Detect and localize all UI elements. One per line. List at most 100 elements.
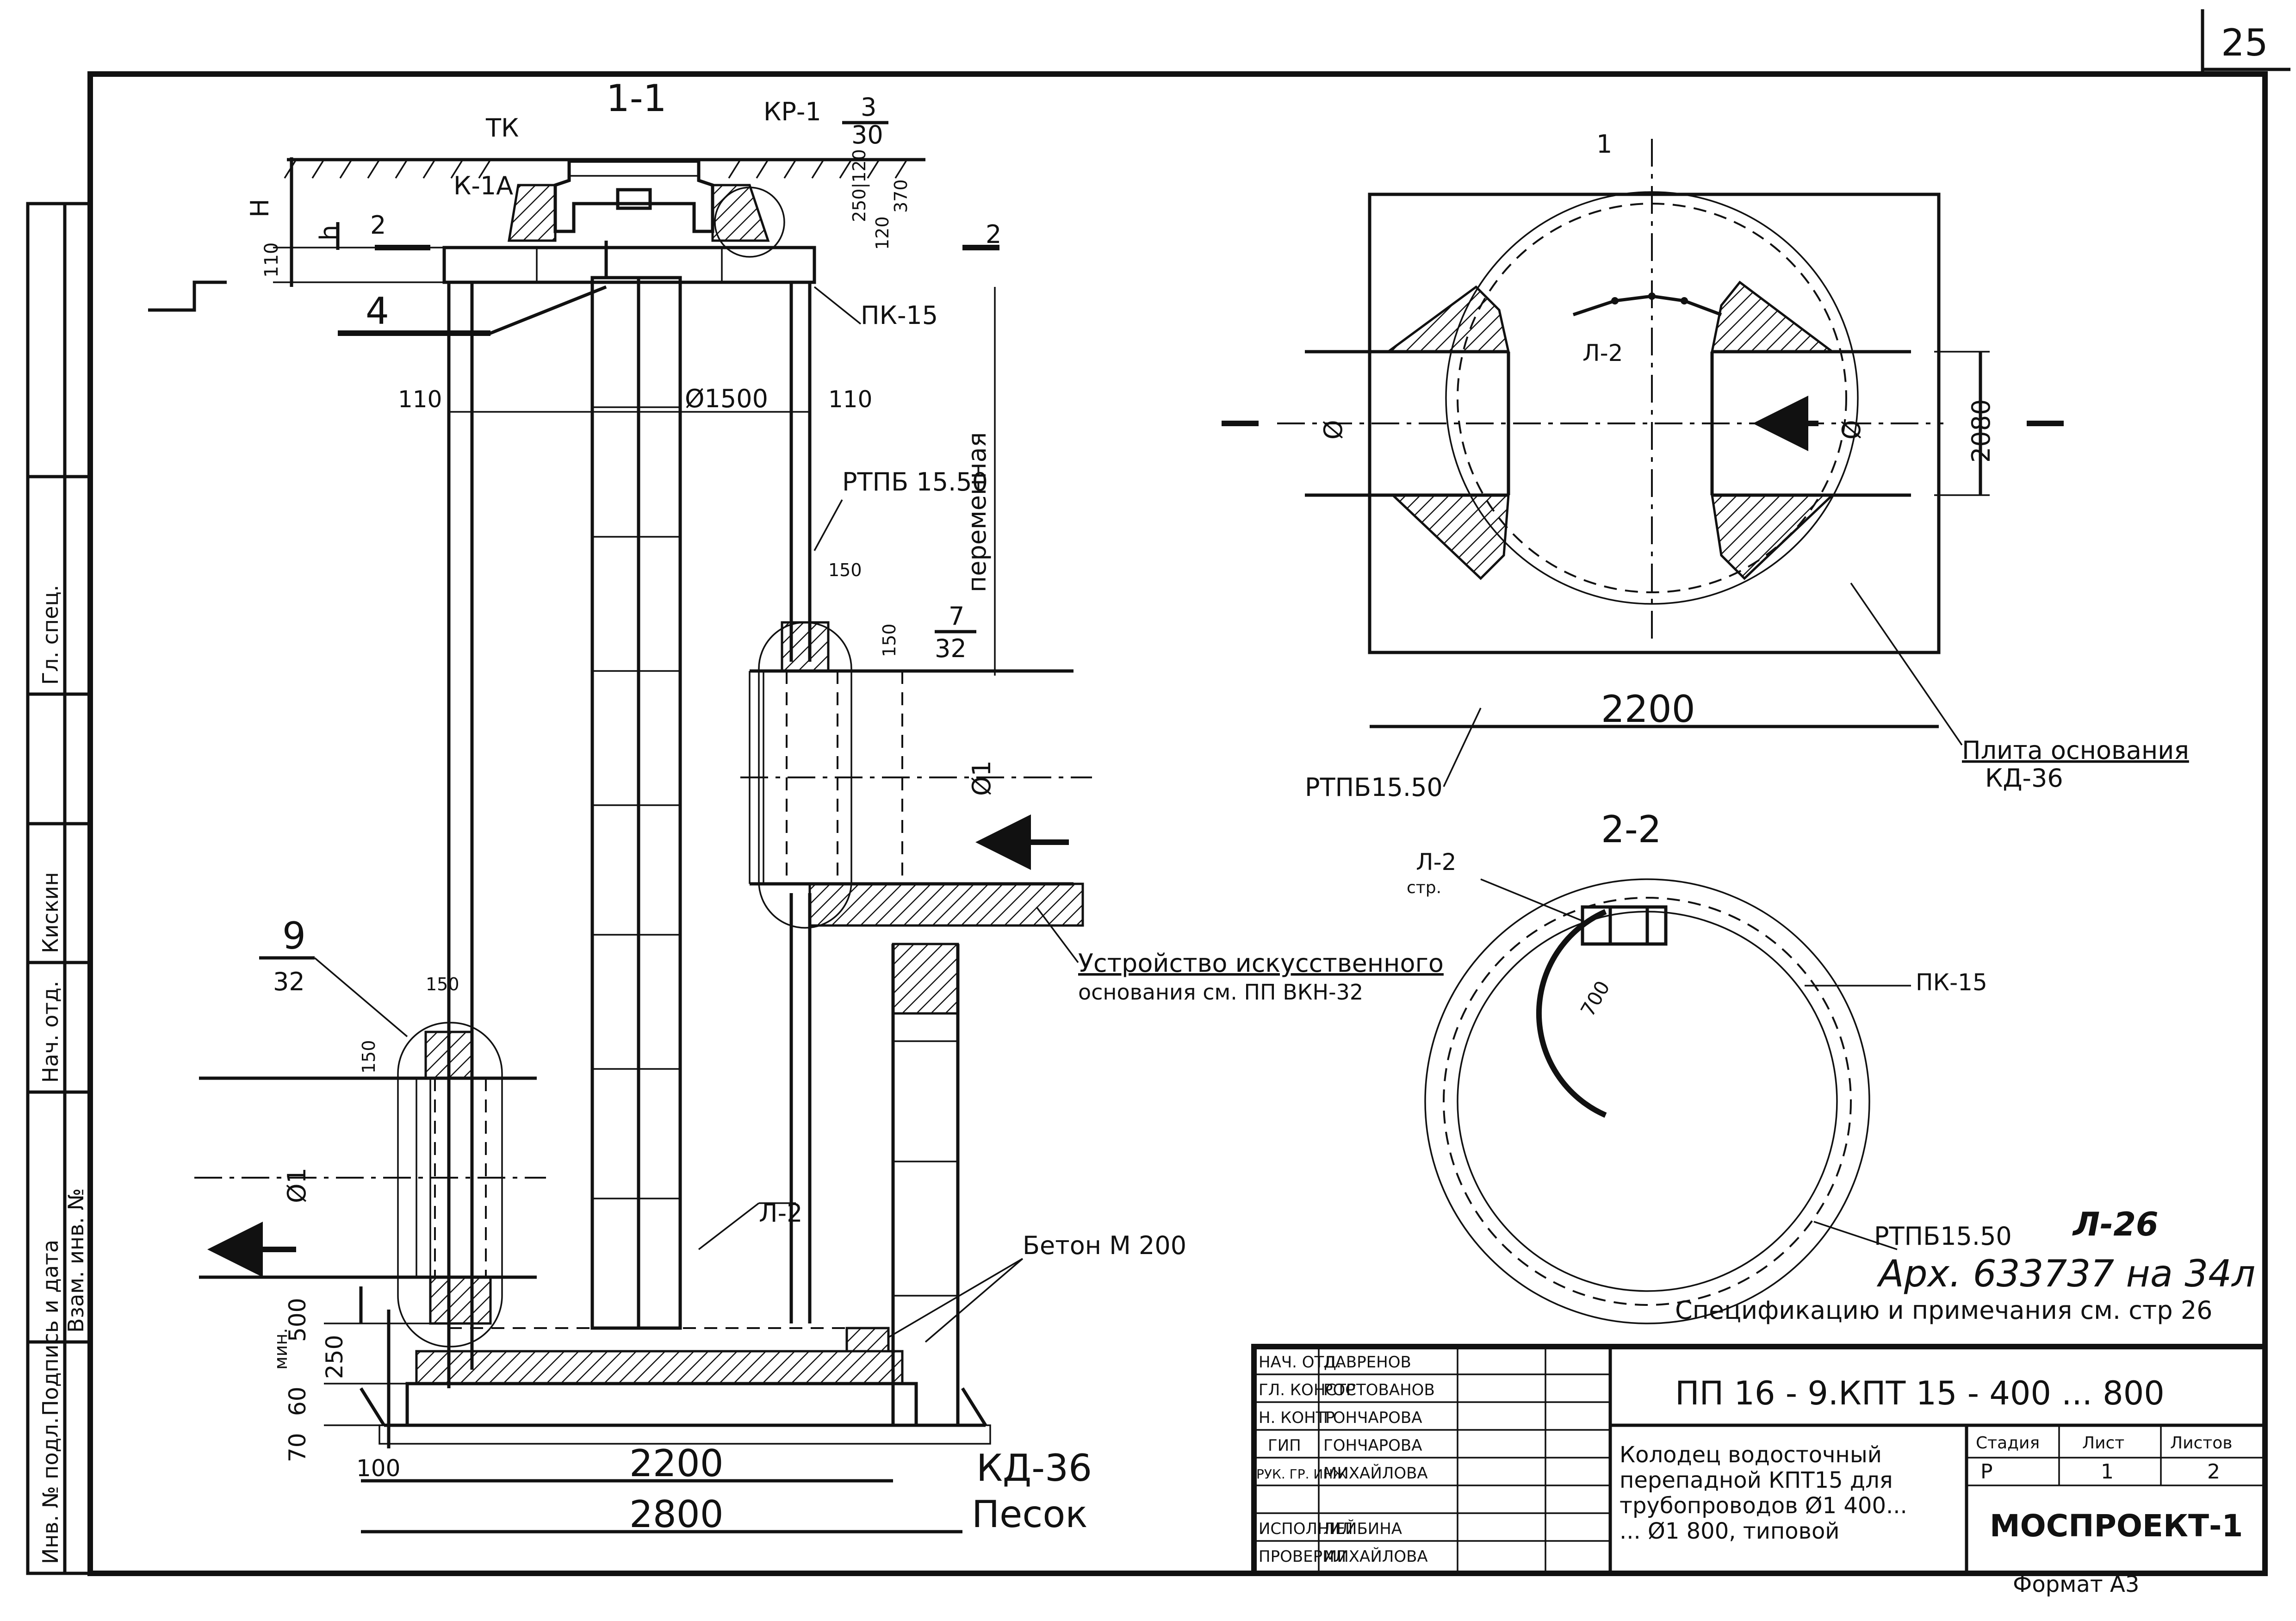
page-number: 25 [2221,21,2268,64]
bottom-dimensions [361,1479,962,1534]
side-stamp-spec: Гл. спец. [38,585,63,685]
foundation-right [808,882,1084,927]
description-line-4: ... Ø1 800, типовой [1620,1518,1840,1544]
section-2-2-title: 2-2 [1601,808,1662,851]
plan-section-mark: 1 [1596,130,1612,159]
archive-l26: Л-26 [2072,1205,2159,1243]
base-plate-label-2: КД-36 [1985,764,2063,793]
dim-2800: 2800 [629,1493,724,1536]
ladder [590,241,682,1330]
detail-circle-3 [714,186,785,258]
side-stamp-replace: Взам. инв. № [63,1188,88,1333]
tb-name-7: МИХАЙЛОВА [1323,1547,1428,1566]
variable-label: переменная [962,432,992,592]
cover-slab [442,246,816,284]
dim-500: 500 [284,1298,311,1342]
kd36-label: КД-36 [976,1447,1092,1490]
dim-370: 370 [891,179,911,213]
label-4: 4 [366,290,389,333]
s22-dim-700: 700 [1576,977,1614,1020]
diam-d1-left: Ø1 [282,1168,311,1203]
dim-2200-bottom: 2200 [629,1442,724,1485]
tb-role-0: НАЧ. ОТД. [1259,1353,1341,1372]
pk15-label: ПК-15 [861,301,938,330]
top-left-dims [148,157,999,336]
plan-dim-2200: 2200 [1601,688,1695,731]
plan-rtpb-label: РТПБ15.50 [1305,773,1443,802]
section-2-2 [1424,878,1911,1324]
tb-role-6: ИСПОЛНИЛ [1259,1520,1353,1538]
side-stamp-name: Кискин [38,872,63,953]
dim-250: 250 [321,1335,348,1379]
sheets-header: Листов [2170,1434,2232,1453]
plan-view [1222,139,2064,745]
shaft-walls [447,282,812,1388]
tb-name-0: ЛАВРЕНОВ [1323,1353,1411,1372]
base-plate-label-1: Плита основания [1962,736,2189,765]
s22-l2-label: Л-2 [1416,849,1456,876]
tb-name-1: РОСТОВАНОВ [1323,1381,1435,1399]
marker-2-right: 2 [986,220,1001,249]
description-line-1: Колодец водосточный [1620,1442,1882,1468]
description-line-3: трубопроводов Ø1 400... [1620,1493,1907,1519]
ref-32-right: 32 [935,634,967,663]
side-stamp-chief: Нач. отд. [38,981,63,1083]
dim-110-right: 110 [828,386,872,413]
h-label: H [245,199,274,217]
title-block-rows: НАЧ. ОТД. ЛАВРЕНОВ ГЛ. КОНСТР РОСТОВАНОВ… [1256,1353,1435,1566]
plan-l2-label: Л-2 [1582,340,1623,366]
tb-name-2: ГОНЧАРОВА [1323,1409,1422,1427]
s22-pk15-label: ПК-15 [1916,969,1987,996]
stage-value: Р [1980,1460,1993,1484]
dim-min: мин. [271,1328,291,1370]
manhole-cover-handle [616,188,652,210]
s22-rtpb-label: РТПБ15.50 [1874,1222,2012,1251]
plan-d-right: Ø [1837,420,1866,440]
tb-name-3: ГОНЧАРОВА [1323,1436,1422,1455]
foundation-label-1: Устройство искусственного [1078,949,1444,978]
dim-120: 120 [872,216,893,250]
plan-dim-2080: 2080 [1967,399,1996,463]
tb-role-4: РУК. ГР. ИНЖ [1256,1466,1347,1482]
sheet-frame [26,9,2290,1576]
diam-d1-right: Ø1 [967,760,996,796]
manhole-frame [541,158,731,233]
foundation-label-2: основания см. ПП ВКН-32 [1078,980,1363,1005]
section-1-1: 1-1 [148,77,1444,1536]
ref-30: 30 [851,120,883,149]
support-ring-right [711,184,770,242]
sheet-header: Лист [2082,1434,2124,1453]
title-block [1251,1344,2268,1576]
sand-label: Песок [972,1493,1088,1536]
tk-label: ТК [485,113,519,143]
rtpb-label-1: РТПБ 15.50 [842,467,988,497]
drawing-code: ПП 16 - 9.КПТ 15 - 400 ... 800 [1675,1374,2165,1412]
ref-32-left: 32 [273,967,305,996]
tb-role-2: Н. КОНТР [1259,1409,1335,1427]
description-line-2: перепадной КПТ15 для [1620,1467,1893,1493]
diam-1500: Ø1500 [685,384,768,413]
k1a-label: К-1А [453,171,513,200]
archive-number: Арх. 633737 на 34л [1876,1252,2255,1295]
ref-9: 9 [282,914,306,957]
manhole-cover [568,161,700,177]
support-ring-left [508,184,557,242]
h-small-label: h [315,225,344,241]
dim-110-top: 110 [261,242,282,278]
tb-role-3: ГИП [1268,1436,1301,1455]
dim-70: 70 [284,1433,311,1462]
dim-250-120: 250|120 [849,149,870,222]
inflow-pipe-right [740,621,1092,929]
dim-150-d: 150 [359,1040,379,1074]
stage-header: Стадия [1976,1434,2040,1453]
kr1-label: КР-1 [763,97,821,126]
dim-100: 100 [356,1455,400,1482]
dim-150-a: 150 [828,560,862,580]
side-stamp-inv: Инв. № подл. [38,1417,63,1564]
spec-note: Спецификацию и примечания см. стр 26 [1675,1296,2213,1325]
sheet-format: Формат А3 [2013,1571,2139,1597]
tb-name-6: ЛЕЙБИНА [1323,1519,1402,1538]
base-slab [360,1327,991,1445]
s22-str-label: стр. [1407,878,1441,897]
